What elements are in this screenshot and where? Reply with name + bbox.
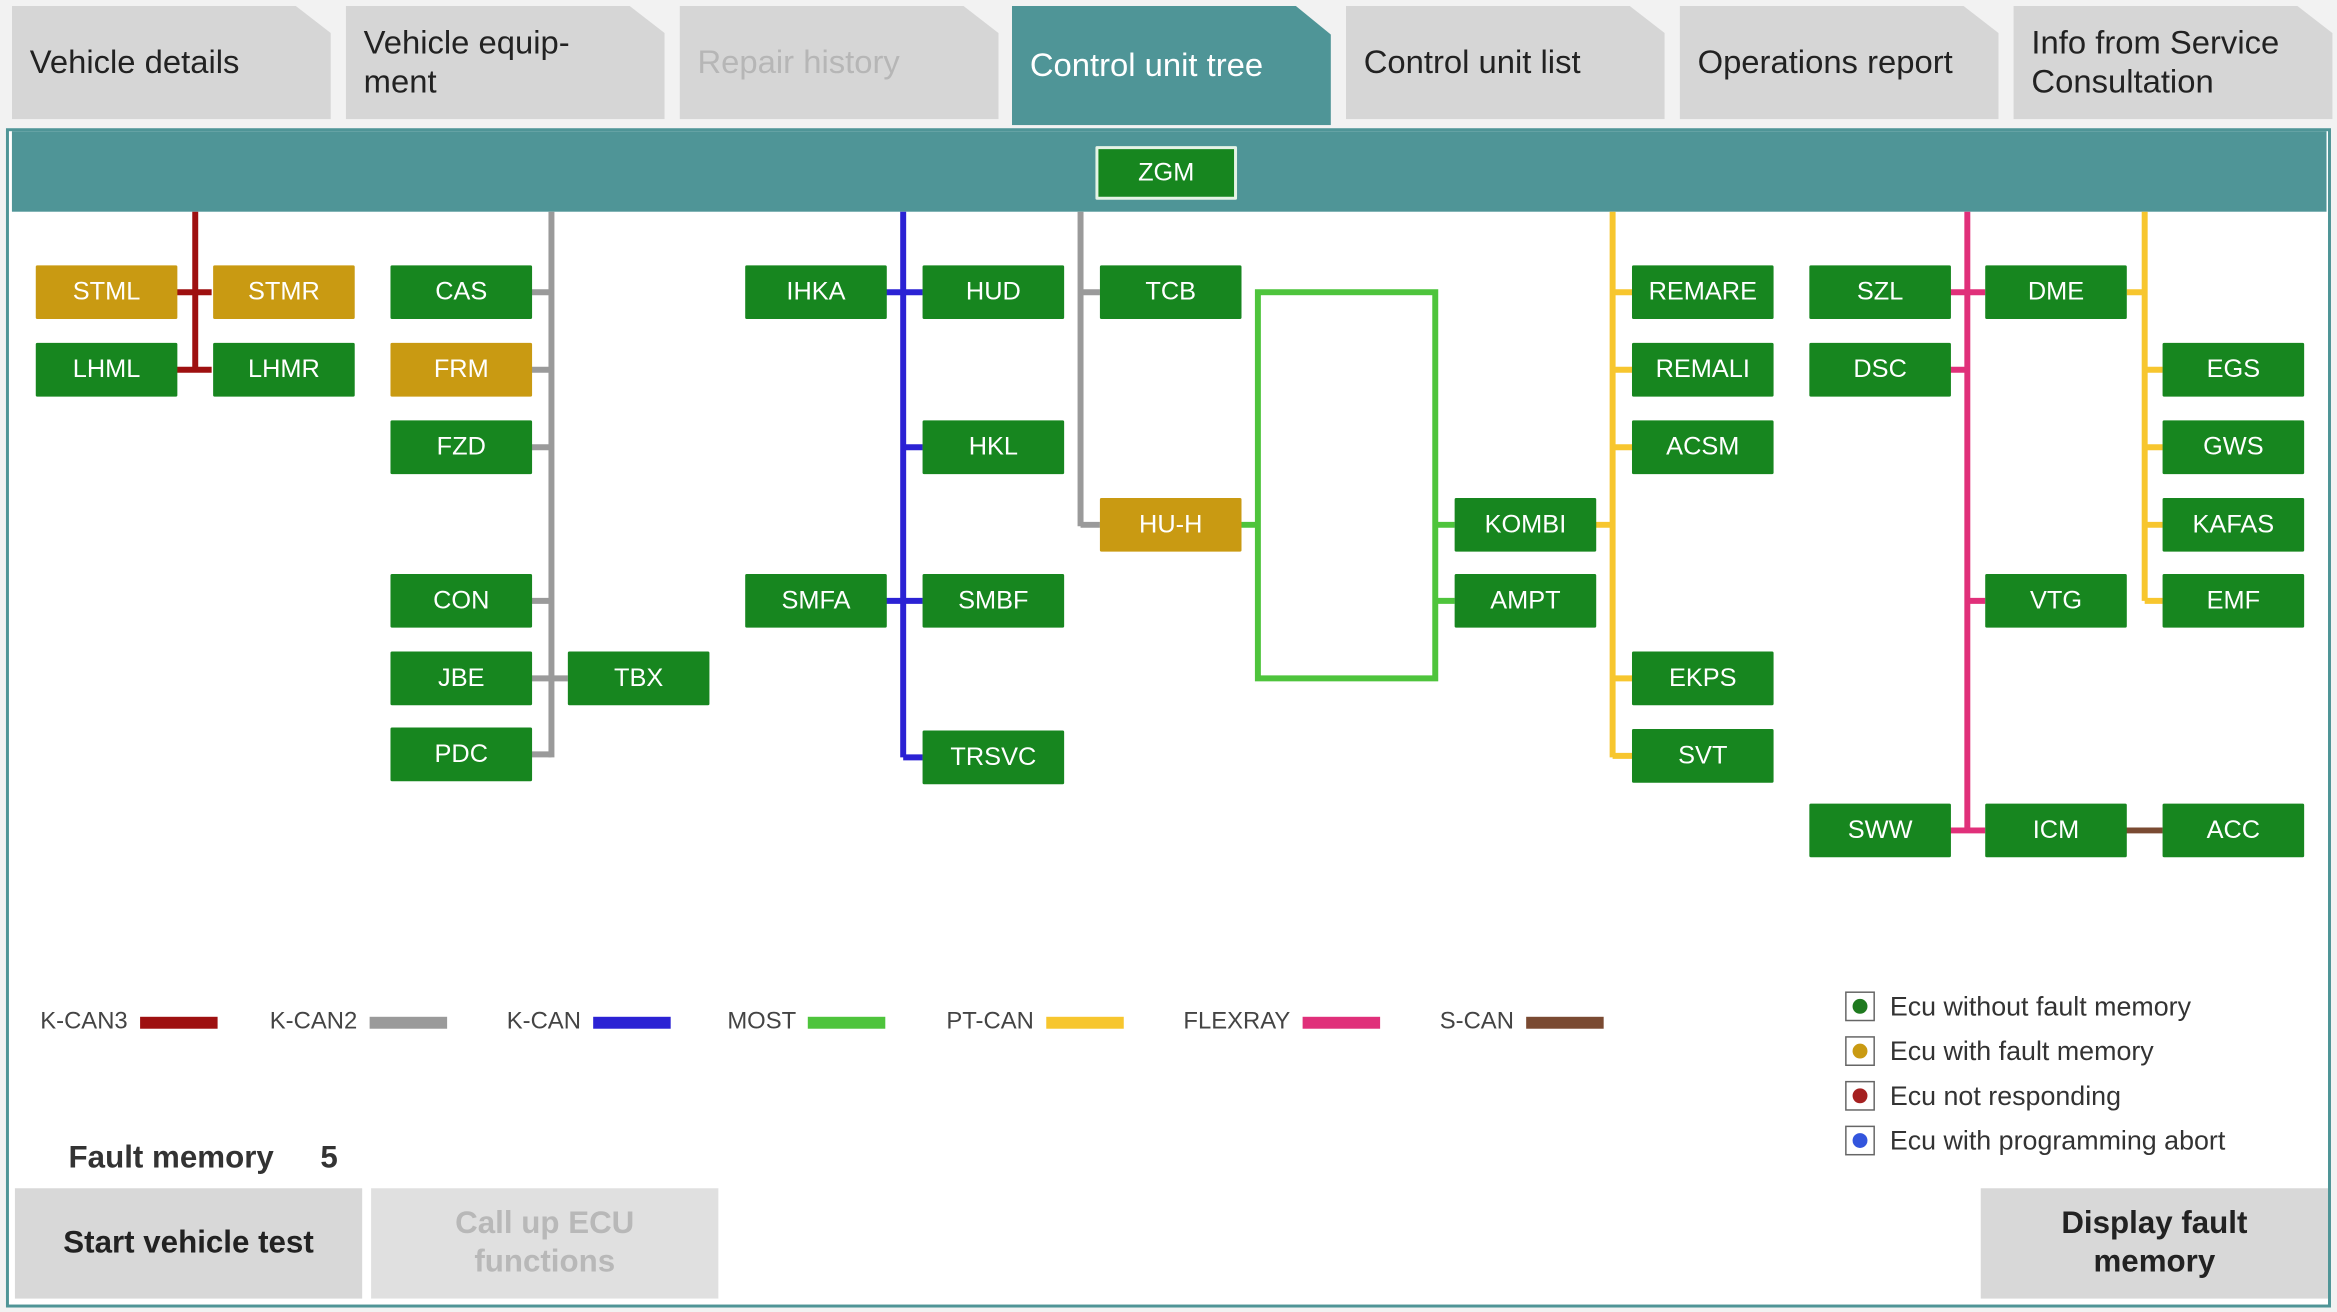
ecu-emf[interactable]: EMF [2162, 573, 2305, 628]
legend-swatch [1525, 1016, 1604, 1029]
legend-label: K-CAN2 [269, 1009, 358, 1035]
legend-swatch [808, 1016, 886, 1029]
most-ring [1240, 289, 1455, 682]
legend-k-can2: K-CAN2 [270, 1008, 447, 1038]
fault-memory-label: Fault memory [68, 1140, 274, 1175]
ecu-smbf[interactable]: SMBF [922, 573, 1065, 628]
display-fault-memory-button[interactable]: Display fault memory [1980, 1188, 2329, 1299]
status-label: Ecu without fault memory [1889, 991, 2192, 1022]
pt-can-lines [1594, 211, 2163, 759]
legend-swatch [592, 1016, 671, 1029]
ecu-jbe[interactable]: JBE [390, 651, 533, 706]
call-up-ecu-functions-button: Call up ECU functions [371, 1188, 719, 1299]
legend-s-can: S-CAN [1440, 1008, 1604, 1038]
ecu-kombi[interactable]: KOMBI [1454, 497, 1597, 552]
legend-flexray: FLEXRAY [1183, 1008, 1380, 1038]
ecu-egs[interactable]: EGS [2162, 342, 2305, 397]
ecu-lhml[interactable]: LHML [35, 342, 178, 397]
ecu-zgm[interactable]: ZGM [1095, 146, 1238, 200]
legend-pt-can: PT-CAN [946, 1008, 1124, 1038]
ecu-ihka[interactable]: IHKA [745, 265, 887, 320]
status-label: Ecu with fault memory [1889, 1036, 2154, 1066]
ecu-cas[interactable]: CAS [390, 265, 533, 320]
ecu-frm[interactable]: FRM [390, 342, 533, 397]
legend-k-can: K-CAN [507, 1008, 671, 1038]
status-dot-icon [1845, 1081, 1875, 1112]
fault-memory-count: 5 [320, 1140, 338, 1175]
tab-service-consultation[interactable]: Info from Service Consultation [2013, 5, 2333, 120]
status-legend-ok: Ecu without fault memory [1845, 988, 2191, 1024]
legend-label: K-CAN [506, 1009, 581, 1035]
legend-swatch [369, 1016, 447, 1029]
tab-control-unit-tree[interactable]: Control unit tree [1011, 5, 1331, 126]
tab-repair-history: Repair history [679, 5, 999, 120]
legend-label: PT-CAN [946, 1009, 1034, 1035]
legend-k-can3: K-CAN3 [40, 1008, 218, 1038]
ecu-lhmr[interactable]: LHMR [213, 342, 355, 397]
status-legend-programming-abort: Ecu with programming abort [1845, 1123, 2225, 1159]
ecu-stmr[interactable]: STMR [213, 265, 355, 320]
ecu-acsm[interactable]: ACSM [1631, 420, 1774, 475]
ecu-trsvc[interactable]: TRSVC [922, 730, 1065, 785]
ecu-pdc[interactable]: PDC [390, 727, 533, 782]
legend-swatch [139, 1016, 218, 1029]
ecu-con[interactable]: CON [390, 573, 533, 628]
status-label: Ecu with programming abort [1889, 1125, 2226, 1156]
tab-vehicle-details[interactable]: Vehicle details [11, 5, 331, 120]
status-dot-icon [1845, 1036, 1875, 1067]
control-unit-tree-panel [5, 128, 2331, 1308]
status-dot-icon [1845, 1126, 1875, 1156]
ecu-vtg[interactable]: VTG [1985, 573, 2127, 628]
legend-label: MOST [727, 1009, 797, 1035]
legend-swatch [1302, 1016, 1380, 1029]
status-label: Ecu not responding [1889, 1080, 2122, 1111]
tab-control-unit-list[interactable]: Control unit list [1345, 5, 1665, 120]
k-can3-lines [175, 211, 212, 373]
ecu-tbx[interactable]: TBX [567, 651, 710, 706]
status-dot-icon [1845, 991, 1875, 1022]
tab-operations-report[interactable]: Operations report [1679, 5, 1999, 120]
ecu-icm[interactable]: ICM [1985, 803, 2127, 858]
legend-label: S-CAN [1439, 1009, 1514, 1035]
ecu-ekps[interactable]: EKPS [1631, 651, 1774, 706]
ecu-dsc[interactable]: DSC [1809, 342, 1951, 397]
ecu-remali[interactable]: REMALI [1631, 342, 1774, 397]
ecu-dme[interactable]: DME [1985, 265, 2127, 320]
ecu-hkl[interactable]: HKL [922, 420, 1065, 475]
tab-vehicle-equipment-label: Vehicle equip- ment [363, 23, 570, 100]
tab-vehicle-equipment[interactable]: Vehicle equip- ment [345, 5, 665, 120]
ecu-ampt[interactable]: AMPT [1454, 573, 1597, 628]
legend-most: MOST [727, 1008, 886, 1038]
ecu-tcb[interactable]: TCB [1099, 265, 1242, 320]
ecu-smfa[interactable]: SMFA [745, 573, 887, 628]
ecu-remare[interactable]: REMARE [1631, 265, 1774, 320]
legend-swatch [1045, 1016, 1124, 1029]
start-vehicle-test-button[interactable]: Start vehicle test [14, 1188, 363, 1299]
legend-label: FLEXRAY [1183, 1009, 1291, 1035]
flexray-lines [1949, 211, 1986, 834]
ecu-hu-h[interactable]: HU-H [1099, 497, 1242, 552]
ecu-gws[interactable]: GWS [2162, 420, 2305, 475]
ecu-sww[interactable]: SWW [1809, 803, 1951, 858]
legend-label: K-CAN3 [40, 1009, 128, 1035]
status-legend-not-responding: Ecu not responding [1845, 1078, 2121, 1114]
ecu-szl[interactable]: SZL [1809, 265, 1951, 320]
status-legend-fault: Ecu with fault memory [1845, 1033, 2154, 1069]
ecu-svt[interactable]: SVT [1631, 729, 1774, 783]
ecu-acc[interactable]: ACC [2162, 803, 2305, 858]
k-can2-lines [530, 211, 1100, 758]
ecu-fzd[interactable]: FZD [390, 420, 533, 475]
ecu-kafas[interactable]: KAFAS [2162, 497, 2305, 552]
k-can-lines [885, 211, 923, 761]
ecu-hud[interactable]: HUD [922, 265, 1065, 320]
ecu-stml[interactable]: STML [35, 265, 178, 320]
